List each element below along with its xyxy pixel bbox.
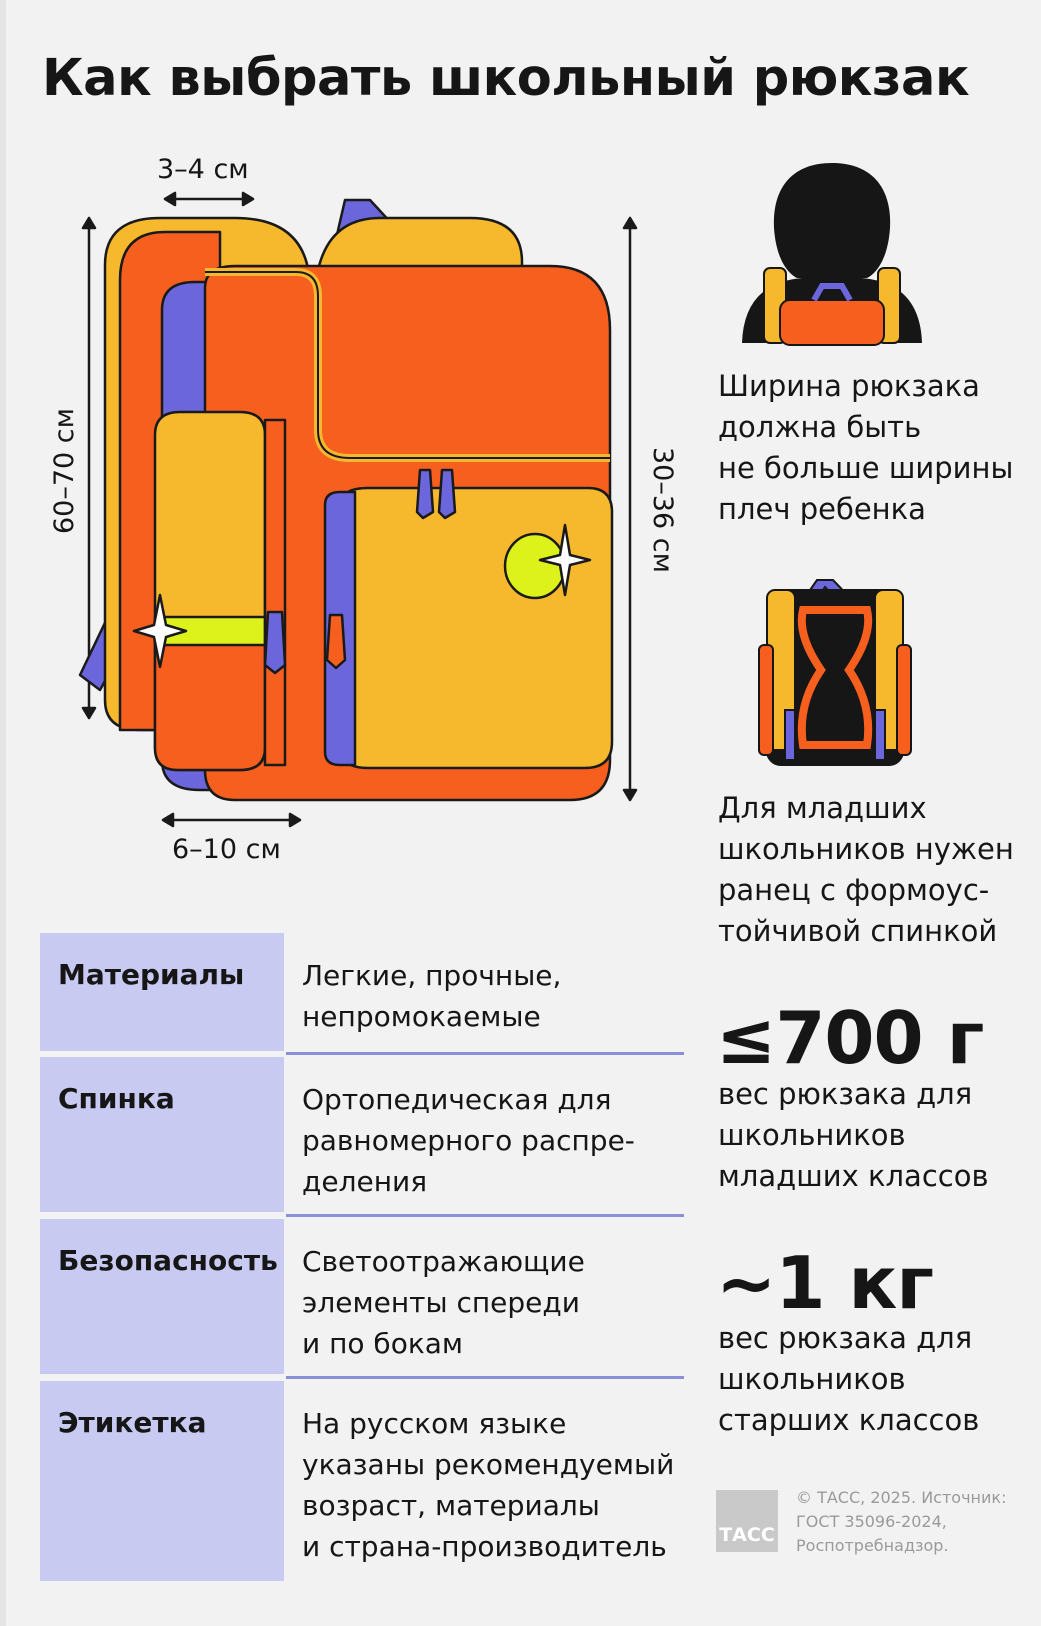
child-silhouette-illustration — [742, 163, 922, 346]
depth-bottom-label: 6–10 см — [172, 834, 281, 865]
width-note: Ширина рюкзака должна быть не больше шир… — [718, 369, 1014, 526]
table-row-materials: Материалы Легкие, прочные, непромокаемые — [40, 933, 684, 1051]
row-value: На русском языке указаны рекомендуемый в… — [302, 1407, 675, 1563]
backpack-illustration — [78, 191, 638, 828]
row-divider — [286, 1214, 684, 1217]
requirements-table: Материалы Легкие, прочные, непромокаемые… — [40, 933, 684, 1581]
table-row-label: Этикетка На русском языке указаны рекоме… — [40, 1381, 684, 1581]
row-label: Материалы — [40, 933, 284, 1051]
page-title: Как выбрать школьный рюкзак — [42, 49, 970, 108]
orthopedic-backpack-illustration — [758, 579, 912, 766]
weight-senior-text: вес рюкзака для школьников старших класс… — [718, 1321, 980, 1437]
weight-junior-text: вес рюкзака для школьников младших класс… — [718, 1077, 989, 1193]
left-edge-strip — [0, 0, 6, 1626]
row-label: Спинка — [40, 1057, 284, 1212]
table-row-back: Спинка Ортопедическая для равномерного р… — [40, 1057, 684, 1212]
source-credit: © ТАСС, 2025. Источник: ГОСТ 35096-2024,… — [796, 1488, 1007, 1555]
weight-senior-value: ~1 кг — [716, 1241, 934, 1325]
row-value: Легкие, прочные, непромокаемые — [302, 959, 562, 1033]
row-label: Этикетка — [40, 1381, 284, 1581]
weight-junior-value: ≤700 г — [716, 996, 984, 1080]
row-value: Ортопедическая для равномерного распре- … — [302, 1083, 635, 1198]
dimension-arrows — [81, 191, 638, 828]
row-value: Светоотражающие элементы спереди и по бо… — [302, 1245, 585, 1360]
junior-note: Для младших школьников нужен ранец с фор… — [718, 791, 1014, 948]
row-divider — [286, 1052, 684, 1055]
row-label: Безопасность — [40, 1219, 284, 1374]
tass-logo: ТАСС — [716, 1490, 778, 1552]
table-row-safety: Безопасность Светоотражающие элементы сп… — [40, 1219, 684, 1374]
row-divider — [286, 1376, 684, 1379]
depth-top-label: 3–4 см — [157, 154, 249, 185]
